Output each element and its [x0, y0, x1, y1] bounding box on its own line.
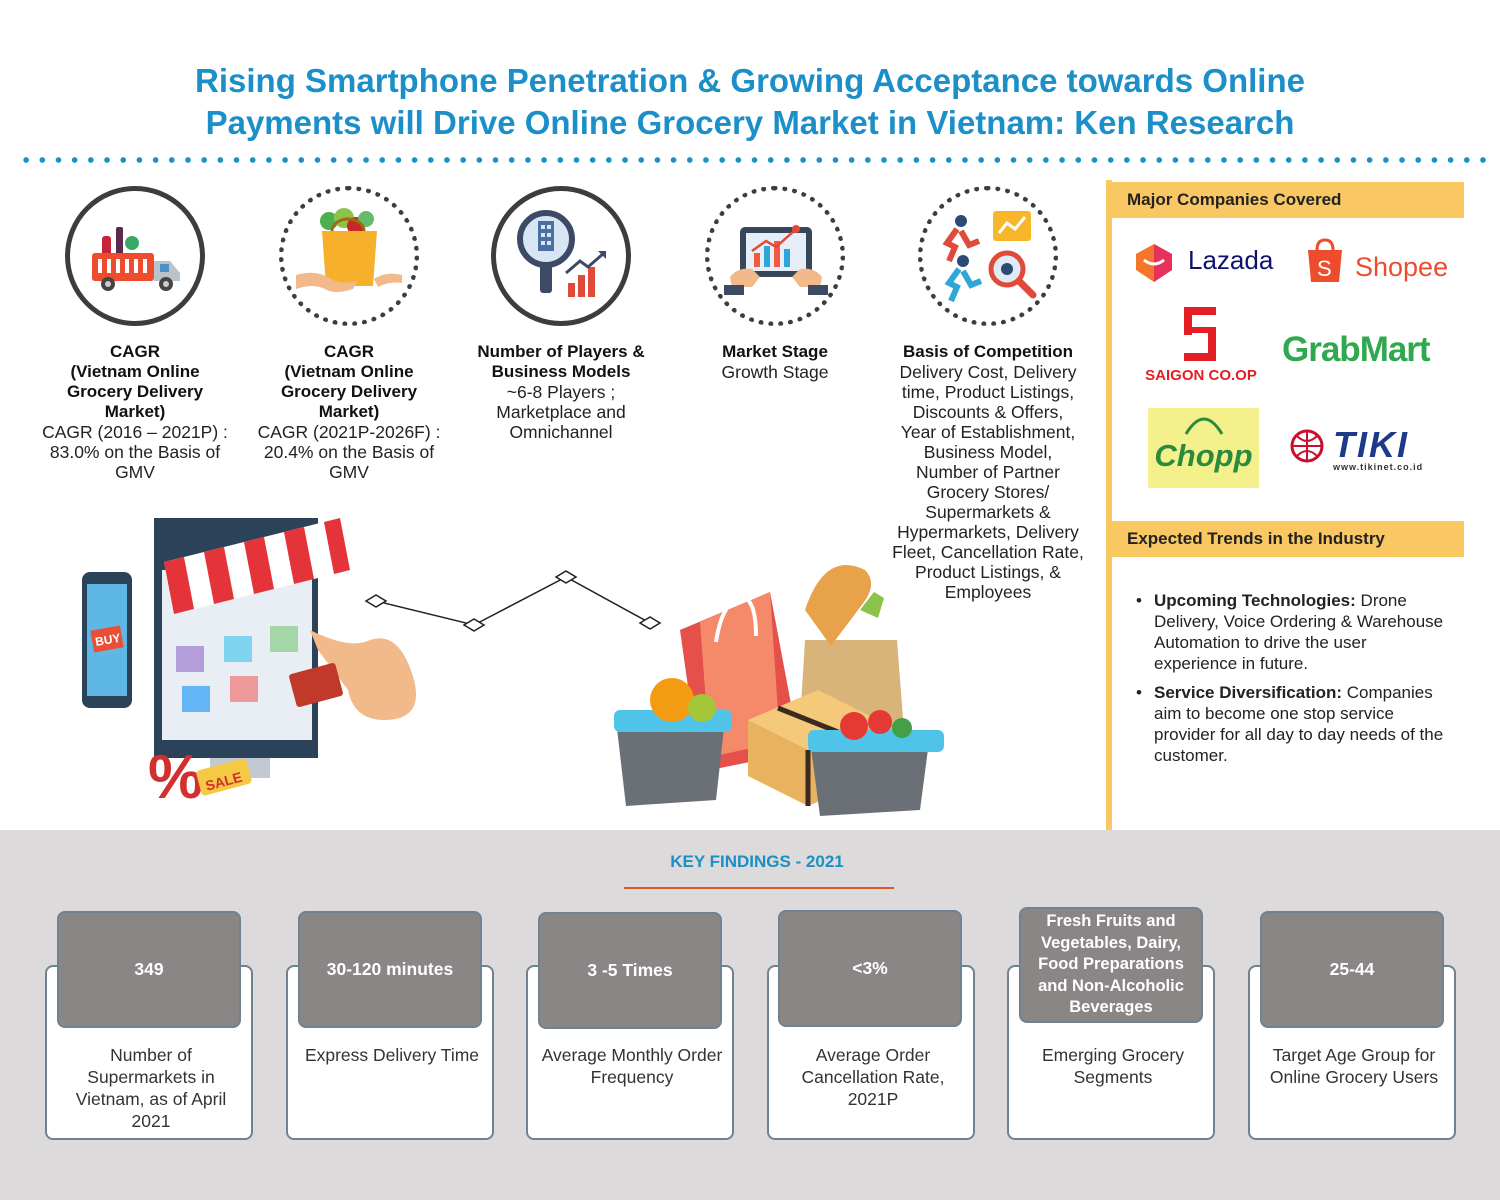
- stat-cagr-2021-2026: CAGR (Vietnam Online Grocery Delivery Ma…: [239, 186, 459, 482]
- title-line-2: Payments will Drive Online Grocery Marke…: [205, 104, 1295, 141]
- key-findings-underline: [624, 887, 894, 889]
- finding-value: 25-44: [1260, 911, 1444, 1028]
- saigon-coop-logo: SAIGON CO.OP: [1142, 305, 1260, 389]
- finding-value: 30-120 minutes: [298, 911, 482, 1028]
- finding-label: Average Order Cancellation Rate, 2021P: [801, 1045, 945, 1109]
- title-line-1: Rising Smartphone Penetration & Growing …: [195, 62, 1305, 99]
- trend-label: Upcoming Technologies:: [1154, 591, 1356, 610]
- trend-text: Companies aim to become one stop service…: [1154, 683, 1444, 765]
- tiki-globe-icon: [1290, 429, 1324, 463]
- key-findings-title: KEY FINDINGS - 2021: [670, 852, 844, 871]
- finding-label: Express Delivery Time: [304, 1045, 480, 1065]
- trend-label: Service Diversification:: [1154, 683, 1343, 702]
- percent-sign: %: [148, 743, 203, 812]
- stat-heading: Basis of Competition: [902, 342, 1073, 361]
- tablet-analytics-icon: [724, 225, 828, 295]
- online-shopping-illustration: BUY % SALE: [82, 518, 416, 812]
- saigon-coop-s-icon: [1184, 307, 1216, 361]
- credit-card-icon: [289, 663, 343, 707]
- grocery-bag-hand-icon: [296, 208, 402, 292]
- stat-heading: CAGR (Vietnam Online Grocery Delivery Ma…: [280, 342, 418, 421]
- finding-value: <3%: [778, 910, 962, 1027]
- stat-heading: Market Stage: [722, 342, 828, 361]
- trends-heading: Expected Trends in the Industry: [1112, 521, 1464, 557]
- lazada-wordmark: Lazada: [1188, 245, 1274, 275]
- competition-runners-icon: [942, 211, 1037, 303]
- finding-value: 349: [57, 911, 241, 1028]
- stat-text: CAGR (2021P-2026F) : 20.4% on the Basis …: [257, 422, 441, 482]
- stat-ring: [279, 186, 419, 326]
- stat-text: Growth Stage: [721, 362, 829, 382]
- grabmart-logo: GrabMart: [1282, 330, 1431, 369]
- magnifier-growth-chart-icon: [517, 210, 606, 297]
- stat-text: Delivery Cost, Delivery time, Product Li…: [892, 362, 1084, 602]
- lazada-heart-icon: [1136, 244, 1172, 282]
- dotted-divider: [18, 156, 1492, 164]
- finding-label: Emerging Grocery Segments: [1042, 1045, 1184, 1087]
- companies-heading: Major Companies Covered: [1112, 182, 1464, 218]
- shopee-bag-icon: S: [1308, 238, 1342, 282]
- connector-line: [364, 570, 662, 632]
- delivery-truck-icon: [92, 227, 180, 291]
- saigon-coop-wordmark: SAIGON CO.OP: [1145, 367, 1257, 384]
- trends-list: Upcoming Technologies: Drone Delivery, V…: [1134, 590, 1444, 774]
- stat-text: ~6-8 Players ; Marketplace and Omnichann…: [496, 382, 626, 442]
- finding-label: Number of Supermarkets in Vietnam, as of…: [75, 1045, 227, 1131]
- chopp-arc-icon: [1184, 417, 1224, 435]
- finding-value: Fresh Fruits and Vegetables, Dairy, Food…: [1019, 907, 1203, 1023]
- lazada-logo: Lazada: [1132, 240, 1282, 289]
- stat-heading: CAGR (Vietnam Online Grocery Delivery Ma…: [66, 342, 204, 421]
- sidebar-accent-bar: [1106, 180, 1112, 830]
- stat-ring: [918, 186, 1058, 326]
- grocery-baskets-illustration: [614, 565, 944, 816]
- shopee-wordmark: Shopee: [1355, 252, 1449, 282]
- stat-ring: [65, 186, 205, 326]
- stat-text: CAGR (2016 – 2021P) : 83.0% on the Basis…: [42, 422, 228, 482]
- stat-heading: Number of Players & Business Models: [477, 342, 645, 381]
- tiki-wordmark: TIKI: [1333, 424, 1409, 465]
- svg-text:S: S: [1317, 256, 1332, 281]
- page-title: Rising Smartphone Penetration & Growing …: [0, 60, 1500, 144]
- tiki-logo: TIKI www.tikinet.co.id: [1287, 424, 1467, 474]
- finding-label: Target Age Group for Online Grocery User…: [1269, 1045, 1439, 1087]
- stat-cagr-2016-2021: CAGR (Vietnam Online Grocery Delivery Ma…: [25, 186, 245, 482]
- finding-label: Average Monthly Order Frequency: [541, 1045, 723, 1087]
- trend-item: Service Diversification: Companies aim t…: [1134, 682, 1444, 766]
- stat-ring: [705, 186, 845, 326]
- shopee-logo: S Shopee: [1305, 238, 1448, 289]
- trend-text: Drone Delivery, Voice Ordering & Warehou…: [1154, 591, 1444, 673]
- tiki-url: www.tikinet.co.id: [1333, 462, 1424, 472]
- finding-value: 3 -5 Times: [538, 912, 722, 1029]
- stat-players-business-models: Number of Players & Business Models ~6-8…: [451, 186, 671, 442]
- chopp-wordmark: Chopp: [1154, 438, 1253, 473]
- buy-sign: BUY: [94, 631, 121, 649]
- stat-market-stage: Market Stage Growth Stage: [665, 186, 885, 382]
- stat-basis-of-competition: Basis of Competition Delivery Cost, Deli…: [877, 186, 1099, 602]
- chopp-logo: Chopp: [1148, 408, 1259, 488]
- trend-item: Upcoming Technologies: Drone Delivery, V…: [1134, 590, 1444, 674]
- stat-ring: [491, 186, 631, 326]
